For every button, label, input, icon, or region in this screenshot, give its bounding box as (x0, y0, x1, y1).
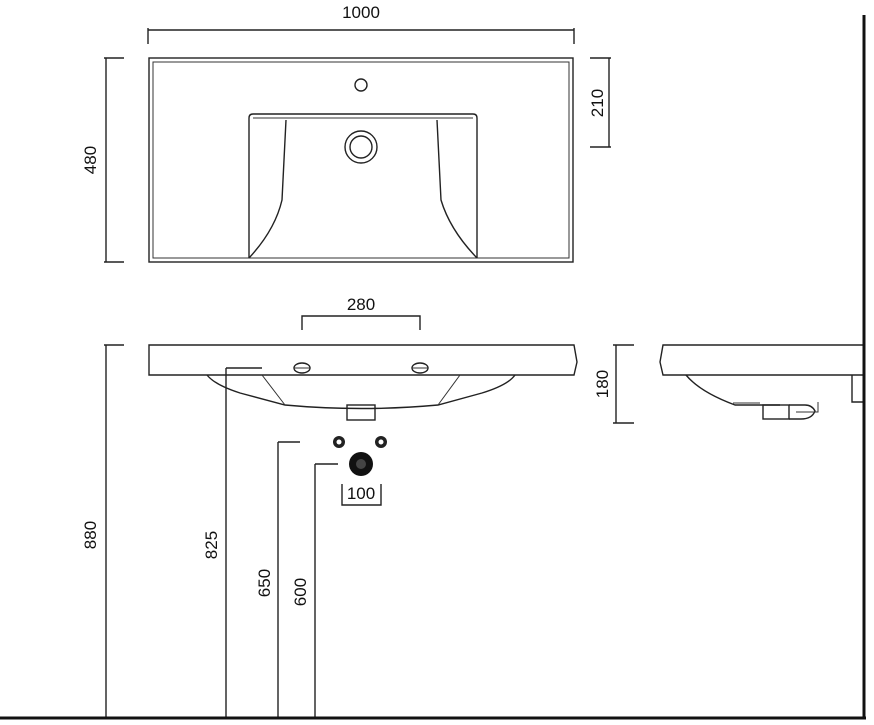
bowl-outline (248, 113, 478, 258)
bowl-left-slope (248, 119, 287, 259)
height-600-dimension-line (314, 463, 338, 718)
front-bowl-edges (261, 374, 461, 406)
height-825-label: 825 (202, 531, 221, 559)
height-825-dimension-line (225, 367, 262, 718)
water-supply-left-center (336, 439, 342, 445)
width-dimension-label: 1000 (342, 3, 380, 22)
height-600-label: 600 (291, 578, 310, 606)
top-view: 1000 480 210 (81, 3, 611, 263)
front-slab-outline (148, 344, 578, 376)
drain-pipe-center (356, 459, 366, 469)
height-880-label: 880 (81, 521, 100, 549)
width-dimension-line (147, 28, 575, 44)
trap-width-dimension-label: 100 (347, 484, 375, 503)
side-view: 180 (593, 344, 863, 424)
tap-offset-dimension-line (590, 57, 611, 148)
front-height-dimension-line (613, 344, 634, 424)
height-880-dimension-line (104, 344, 124, 718)
front-bowl-underside (206, 374, 516, 410)
tap-spacing-dimension-line (301, 315, 421, 330)
side-trap-bend (789, 404, 816, 420)
basin-inner-rim (152, 61, 570, 259)
side-waste-outlet (762, 404, 790, 420)
drain-inner-ring (349, 135, 373, 159)
depth-dimension-line (104, 57, 124, 263)
side-trap-pipe (796, 402, 819, 413)
basin-outer-outline (148, 57, 574, 263)
side-slab-outline (659, 344, 863, 376)
depth-dimension-label: 480 (81, 146, 100, 174)
side-bowl-underside (685, 374, 780, 406)
front-waste-outlet (346, 404, 376, 421)
height-650-label: 650 (255, 569, 274, 597)
side-overflow (851, 375, 863, 403)
trap-width-dimension-line (341, 484, 382, 506)
front-view: 280 100 880 825 650 600 (81, 295, 578, 718)
water-supply-right-center (378, 439, 384, 445)
front-height-dimension-label: 180 (593, 370, 612, 398)
bowl-right-slope (436, 119, 478, 259)
tap-hole (354, 78, 368, 92)
drain-outer-ring (344, 130, 378, 164)
height-650-dimension-line (277, 441, 300, 718)
tap-offset-dimension-label: 210 (588, 89, 607, 117)
tap-spacing-dimension-label: 280 (347, 295, 375, 314)
